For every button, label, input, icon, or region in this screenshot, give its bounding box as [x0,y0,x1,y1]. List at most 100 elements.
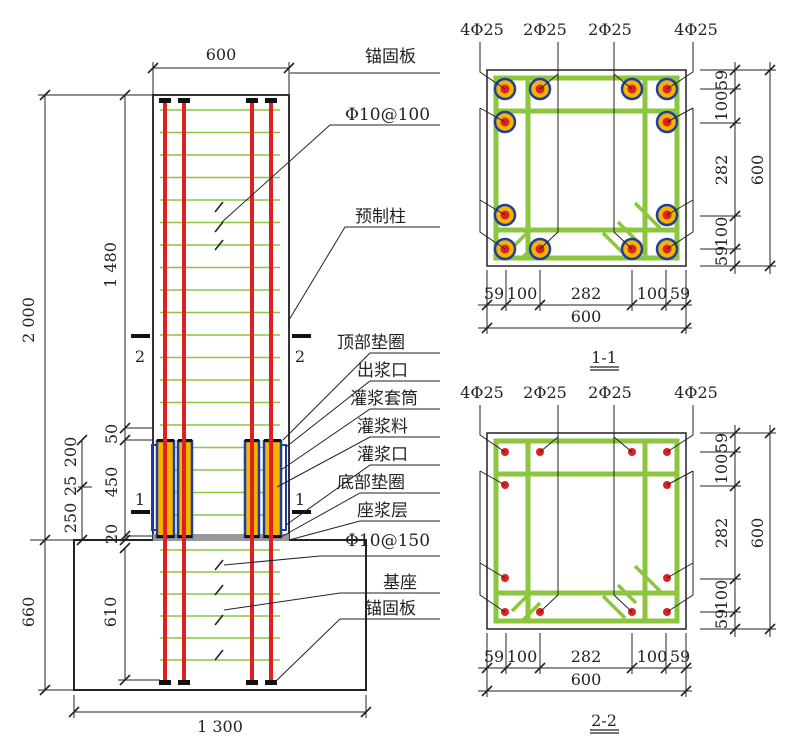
dim-h: 59 [670,284,690,303]
anchor-plates [159,98,277,685]
label-stirrup-upper: Φ10@100 [345,105,430,125]
dim-v: 282 [712,155,731,186]
dim-h: 59 [670,647,690,666]
leader-line [479,42,506,90]
dim-h: 100 [637,647,668,666]
dim-20: 20 [102,524,121,544]
leader-line [539,74,559,250]
stirrup-hook [520,601,542,623]
bar-label: 2Φ25 [588,383,632,402]
section-mark-2: 2 2 [131,334,311,366]
bar-label: 2Φ25 [523,383,567,402]
stirrups [160,109,280,661]
dim-h: 100 [507,284,538,303]
leader-line [613,74,633,250]
callout-labels: 锚固板Φ10@100预制柱顶部垫圈出浆口灌浆套筒灌浆料灌浆口底部垫圈座浆层Φ10… [337,47,430,619]
dim-250: 250 [61,503,80,534]
leader-line [273,618,440,684]
dim-h: 282 [571,284,602,303]
bar-label: 2Φ25 [523,20,567,39]
section-title: 2-2 [591,711,617,730]
leader-line [613,405,633,453]
leader-line [479,562,506,579]
dim-top-width: 600 [206,45,237,64]
dim-v: 100 [712,91,731,122]
leader-line [288,520,440,541]
section-outline [486,69,687,267]
dim-25: 25 [61,476,80,496]
dim-200: 200 [61,437,80,468]
leader-line [539,437,559,613]
leader-line [539,405,559,453]
bar-label: 4Φ25 [674,383,718,402]
anchor-plate [178,680,190,685]
anchor-plate [178,98,190,103]
leader-line [288,226,440,321]
section-title: 1-1 [591,348,617,367]
rebar-section [655,237,679,261]
label-precast-column: 预制柱 [355,207,406,227]
dim-h: 100 [637,284,668,303]
dim-h: 59 [484,284,504,303]
outer-stirrup [493,438,680,624]
leader-line [666,108,694,250]
dim-v: 59 [712,609,731,629]
dim-base-height: 660 [19,597,38,628]
anchor-plate [265,680,277,685]
leader-line [666,471,694,613]
stirrup-hook [633,564,662,593]
label-grout-inlet: 灌浆口 [357,445,408,465]
dim-column-upper: 1 480 [101,242,120,288]
bar-label: 4Φ25 [460,20,504,39]
dim-450: 450 [102,467,121,498]
leader-line [285,380,440,448]
longitudinal-rebars [163,100,273,683]
dim-v: 59 [712,433,731,453]
dim-h: 100 [507,647,538,666]
anchor-plate [159,98,171,103]
dim-v: 59 [712,70,731,90]
label-foundation: 基座 [383,573,417,593]
dim-total-h: 600 [571,670,602,689]
dim-total-v: 600 [748,518,767,549]
label-anchor-plate-bottom: 锚固板 [365,599,416,619]
leader-lines [221,72,440,684]
dim-v: 100 [712,454,731,485]
dim-total-h: 600 [571,307,602,326]
label-grout-material: 灌浆料 [357,417,408,437]
mortar-bed-layer [153,534,289,541]
anchor-plate [159,680,171,685]
anchor-plate [246,98,258,103]
dim-h: 282 [571,647,602,666]
grout-port [280,444,287,531]
leader-line [479,471,506,613]
leader-line [280,492,440,538]
grout-sleeves [151,439,287,539]
section-outline [486,432,687,630]
section-mark-1: 1 1 [131,490,311,514]
label-mortar-bed: 座浆层 [357,501,408,521]
dim-base-inner: 610 [101,597,120,628]
leader-line [221,124,440,223]
dim-v: 100 [712,217,731,248]
dim-v: 100 [712,580,731,611]
leader-line [666,405,694,453]
label-bottom-washer: 底部垫圈 [337,473,405,493]
leader-line [479,470,506,486]
svg-text:1: 1 [135,490,145,509]
leader-line [666,199,694,216]
svg-text:2: 2 [295,347,305,366]
dim-h: 59 [484,647,504,666]
dim-total-height: 2 000 [19,297,38,343]
stirrup-hook [633,201,662,230]
anchor-plate [246,680,258,685]
leader-line [223,592,440,611]
leader-line [666,107,694,123]
dim-total-v: 600 [748,155,767,186]
stirrup-hook [616,220,638,242]
bar-label: 4Φ25 [674,20,718,39]
